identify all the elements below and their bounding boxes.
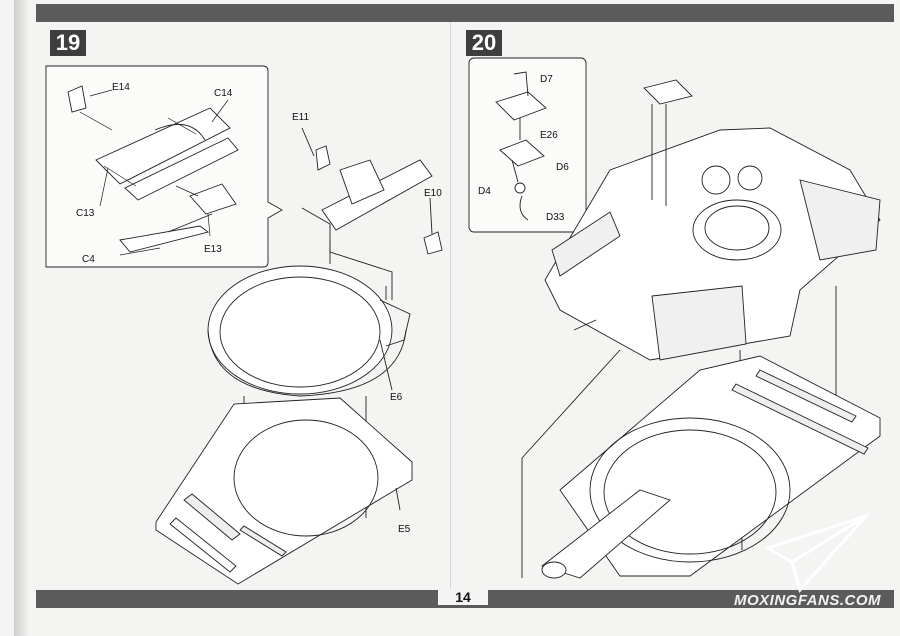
page-binding-edge (14, 0, 28, 636)
step-19-hull-plate (155, 397, 413, 585)
top-bar (36, 4, 894, 22)
watermark-plane-icon (764, 512, 871, 594)
step-19-inset (45, 65, 283, 268)
step-20-number: 20 (466, 30, 502, 56)
step-19-turret-ring (207, 127, 443, 518)
label-e26: E26 (540, 130, 558, 141)
page-spine (450, 22, 451, 590)
step-20-lower-hull (541, 355, 881, 579)
label-c13: C13 (76, 208, 95, 219)
label-e5: E5 (398, 524, 411, 535)
label-d4: D4 (478, 186, 491, 197)
watermark-text: MOXINGFANS.COM (734, 592, 882, 609)
step-19-number: 19 (50, 30, 86, 56)
step-20-turret-assembly (521, 79, 881, 578)
label-c4: C4 (82, 254, 95, 265)
label-e11: E11 (292, 112, 309, 123)
label-e13: E13 (204, 244, 222, 255)
label-d33: D33 (546, 212, 565, 223)
label-e14: E14 (112, 82, 130, 93)
label-e6: E6 (390, 392, 403, 403)
step-19-arrows (79, 89, 229, 256)
step-20-inset (468, 57, 587, 233)
label-d6: D6 (556, 162, 569, 173)
label-c14: C14 (214, 88, 233, 99)
page-number: 14 (438, 589, 488, 605)
label-e10: E10 (424, 188, 442, 199)
label-d7: D7 (540, 74, 553, 85)
